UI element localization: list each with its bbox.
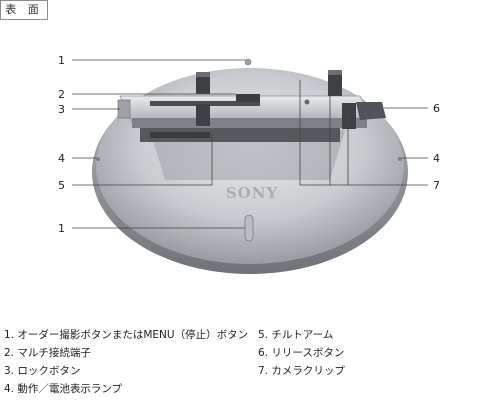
camera-clip-left[interactable] — [196, 72, 210, 94]
camera-clip-right-lower[interactable] — [342, 103, 356, 129]
callout-4-left: 4 — [58, 152, 65, 165]
multi-terminal-icon — [236, 94, 260, 102]
legend-right: 5. チルトアーム 6. リリースボタン 7. カメラクリップ — [258, 326, 345, 380]
legend-item-5: 5. チルトアーム — [258, 329, 334, 341]
status-lamp-right — [398, 157, 402, 161]
order-menu-button-bottom[interactable] — [244, 214, 254, 242]
legend-item-3: 3. ロックボタン — [4, 365, 81, 377]
callout-1-top: 1 — [58, 54, 65, 67]
view-tab-front: 表 面 — [0, 0, 48, 20]
order-button-top[interactable] — [244, 58, 252, 66]
callout-7: 7 — [433, 179, 440, 192]
callout-1-bottom: 1 — [58, 222, 65, 235]
brand-logo: SONY — [226, 184, 278, 202]
legend-item-7: 7. カメラクリップ — [258, 365, 345, 377]
tilt-arm[interactable] — [140, 128, 340, 142]
release-button[interactable] — [356, 102, 386, 120]
callout-6: 6 — [433, 102, 440, 115]
legend-item-4: 4. 動作／電池表示ランプ — [4, 383, 123, 395]
camera-clip-center[interactable] — [196, 104, 210, 126]
clip-plate-front — [132, 118, 367, 128]
legend-item-1: 1. オーダー撮影ボタンまたはMENU（停止）ボタン — [4, 329, 249, 341]
tilt-arm-detail — [150, 132, 210, 138]
legend-item-2: 2. マルチ接続端子 — [4, 347, 91, 359]
callout-2: 2 — [58, 88, 65, 101]
status-lamp-left — [96, 157, 100, 161]
callout-4-right: 4 — [433, 152, 440, 165]
arm-shadow — [150, 130, 345, 180]
legend-left: 1. オーダー撮影ボタンまたはMENU（停止）ボタン 2. マルチ接続端子 3.… — [4, 326, 248, 398]
callout-5: 5 — [58, 179, 65, 192]
callout-lines — [72, 59, 428, 229]
screw-icon — [304, 99, 310, 105]
device-diagram: SONY 1 2 3 4 5 1 6 4 7 — [58, 54, 440, 274]
callout-3: 3 — [58, 103, 65, 116]
camera-clip-right-upper[interactable] — [328, 70, 342, 96]
legend-item-6: 6. リリースボタン — [258, 347, 345, 359]
plate-slot — [150, 101, 260, 106]
